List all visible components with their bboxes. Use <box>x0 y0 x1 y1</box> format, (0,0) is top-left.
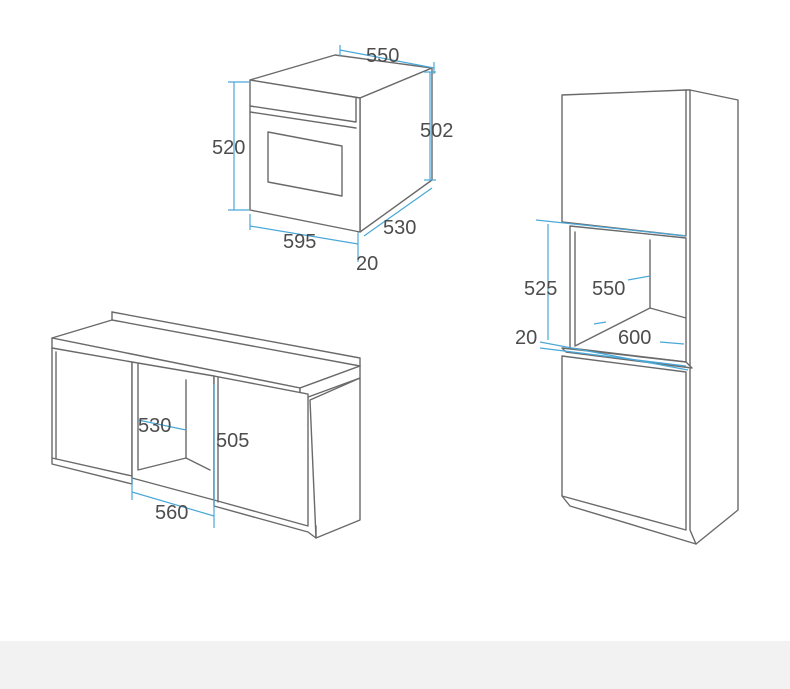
footer-band <box>0 641 790 689</box>
oven-dimensions <box>228 45 436 262</box>
label-oven-height-back: 502 <box>420 120 453 142</box>
dim-oven-depth-side <box>363 187 433 237</box>
label-oven-depth-side: 530 <box>383 217 416 239</box>
under-counter-drawing <box>51 311 361 539</box>
dim-cabinet-niche-width <box>659 341 685 345</box>
label-oven-depth-top: 550 <box>366 45 399 67</box>
tall-cabinet-drawing <box>561 89 739 545</box>
dim-oven-width-front <box>249 225 359 245</box>
label-cabinet-niche-height: 525 <box>524 278 557 300</box>
oven-front-face <box>249 79 361 233</box>
cabinet-right-side <box>309 377 361 539</box>
under-counter-dimensions <box>131 384 215 528</box>
label-niche-width: 560 <box>155 502 188 524</box>
left-door <box>51 347 133 477</box>
dim-cabinet-bottom-edge <box>539 341 689 371</box>
dim-niche-depth <box>137 419 187 431</box>
label-cabinet-niche-depth: 550 <box>592 278 625 300</box>
oven-control-strip <box>249 97 357 123</box>
label-oven-front-panel: 20 <box>356 253 378 275</box>
dim-cabinet-top-edge <box>535 219 687 237</box>
oven-door-top <box>249 111 357 129</box>
label-oven-height-front: 520 <box>212 137 245 159</box>
tall-cabinet-side <box>689 89 739 545</box>
label-niche-height: 505 <box>216 430 249 452</box>
tall-cabinet-top-door <box>561 89 687 237</box>
oven-drawing <box>249 54 433 233</box>
label-niche-depth: 530 <box>138 415 171 437</box>
label-cabinet-niche-width: 600 <box>618 327 651 349</box>
label-oven-width-front: 595 <box>283 231 316 253</box>
dim-oven-depth-top <box>339 49 435 69</box>
dim-niche-width <box>131 491 215 517</box>
label-cabinet-bottom-clearance: 20 <box>515 327 537 349</box>
dim-cabinet-niche-depth <box>627 275 651 281</box>
tall-cabinet-dimensions <box>535 219 689 371</box>
tall-cabinet-bottom-door <box>561 355 687 531</box>
oven-window <box>267 131 343 197</box>
